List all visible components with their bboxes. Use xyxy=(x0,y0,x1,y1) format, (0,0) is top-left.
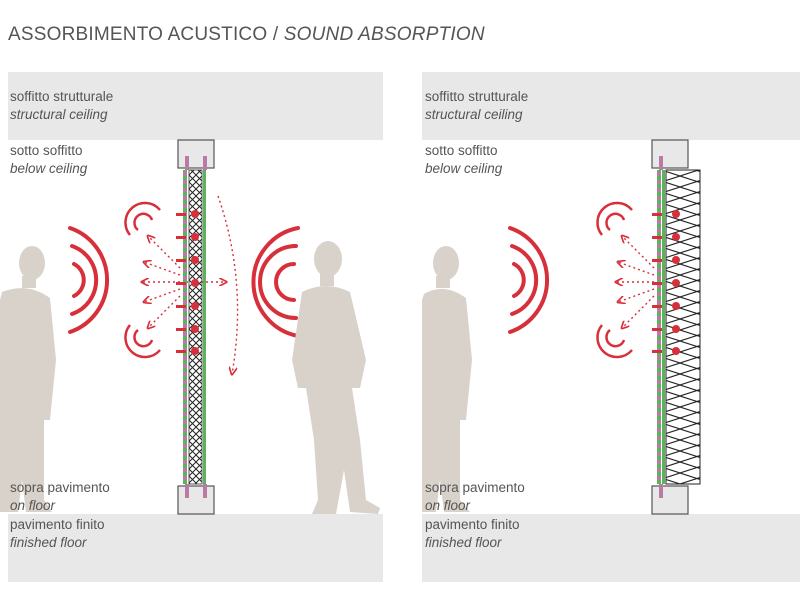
person-right-listener xyxy=(292,241,380,514)
absorption-dots-right xyxy=(652,210,680,355)
label-it: pavimento finito xyxy=(425,517,520,532)
label-it: sotto soffitto xyxy=(10,143,83,158)
right-ceiling-band xyxy=(422,72,800,140)
sound-arrows-right-panel xyxy=(616,236,655,328)
label-en: on floor xyxy=(10,498,56,513)
label-finished-floor-left: pavimento finito finished floor xyxy=(10,516,105,552)
right-floor-band xyxy=(422,514,800,582)
label-en: finished floor xyxy=(10,535,87,550)
diagram-title: ASSORBIMENTO ACUSTICO / SOUND ABSORPTION xyxy=(8,24,485,46)
label-it: pavimento finito xyxy=(10,517,105,532)
sound-waves-right-panel xyxy=(508,226,550,334)
label-en: below ceiling xyxy=(10,161,88,176)
label-below-ceiling-left: sotto soffitto below ceiling xyxy=(10,142,87,178)
absorption-dots-left xyxy=(176,210,199,355)
label-structural-ceiling-left: soffitto strutturale structural ceiling xyxy=(10,88,113,124)
label-en: below ceiling xyxy=(425,161,503,176)
reflected-arcs-right-panel xyxy=(596,201,633,359)
label-it: sopra pavimento xyxy=(425,480,525,495)
sound-waves-left xyxy=(68,226,110,334)
sound-waves-transmitted xyxy=(251,226,300,338)
left-ceiling-band xyxy=(8,72,383,140)
wall-right-insulated xyxy=(651,139,701,515)
reflected-arcs-left xyxy=(124,201,161,359)
title-english: SOUND ABSORPTION xyxy=(283,24,485,45)
left-floor-band xyxy=(8,514,383,582)
label-en: structural ceiling xyxy=(425,107,523,122)
title-italian: ASSORBIMENTO ACUSTICO / xyxy=(8,24,279,45)
label-on-floor-right: sopra pavimento on floor xyxy=(425,479,525,515)
label-en: finished floor xyxy=(425,535,502,550)
label-on-floor-left: sopra pavimento on floor xyxy=(10,479,110,515)
person-left-listener xyxy=(0,246,56,512)
label-structural-ceiling-right: soffitto strutturale structural ceiling xyxy=(425,88,528,124)
label-it: soffitto strutturale xyxy=(10,89,114,104)
label-below-ceiling-right: sotto soffitto below ceiling xyxy=(425,142,502,178)
person-right-panel-listener xyxy=(422,246,472,512)
label-en: on floor xyxy=(425,498,471,513)
label-it: sopra pavimento xyxy=(10,480,110,495)
label-it: sotto soffitto xyxy=(425,143,498,158)
label-it: soffitto strutturale xyxy=(425,89,529,104)
label-finished-floor-right: pavimento finito finished floor xyxy=(425,516,520,552)
label-en: structural ceiling xyxy=(10,107,108,122)
